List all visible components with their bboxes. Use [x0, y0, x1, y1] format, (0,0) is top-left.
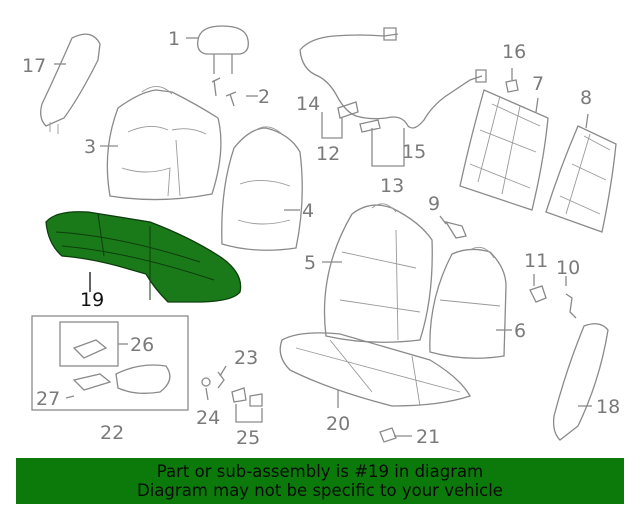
leader-lines	[54, 37, 592, 437]
callout-19: 19	[80, 289, 104, 311]
part-21-clip	[379, 427, 397, 443]
notice-line-1: Part or sub-assembly is #19 in diagram	[156, 462, 484, 481]
notice-line-2: Diagram may not be specific to your vehi…	[137, 481, 503, 500]
callout-23: 23	[234, 347, 258, 369]
part-3-seatback	[106, 86, 222, 201]
callout-1: 1	[168, 28, 180, 50]
callout-11: 11	[524, 250, 548, 272]
callout-18: 18	[596, 396, 620, 418]
part-18-side-trim	[552, 323, 609, 441]
part-11-bracket	[529, 285, 547, 303]
callout-26: 26	[130, 334, 154, 356]
callout-8: 8	[580, 87, 592, 109]
part-8-frame	[545, 125, 617, 233]
callout-13: 13	[380, 175, 404, 197]
callout-4: 4	[302, 200, 314, 222]
part-10-clip	[565, 293, 577, 319]
callout-15: 15	[402, 141, 426, 163]
part-5-seatback	[323, 203, 433, 343]
callout-7: 7	[532, 73, 544, 95]
part-20-seat-cushion	[279, 332, 471, 407]
kit-22-box	[31, 315, 189, 411]
part-7-frame	[459, 89, 549, 211]
part-4-seatback	[221, 126, 303, 251]
callout-20: 20	[326, 413, 350, 435]
callout-22: 22	[100, 422, 124, 444]
callout-3: 3	[84, 136, 96, 158]
callout-21: 21	[416, 426, 440, 448]
part-1-headrest	[197, 25, 249, 74]
part-6-seatback	[429, 246, 507, 359]
part-19-seat-cushion	[45, 211, 242, 303]
notice-banner: Part or sub-assembly is #19 in diagram D…	[16, 458, 624, 504]
callout-2: 2	[258, 86, 270, 108]
callout-6: 6	[514, 320, 526, 342]
callout-5: 5	[304, 252, 316, 274]
callout-17: 17	[22, 55, 46, 77]
callout-10: 10	[556, 257, 580, 279]
callout-25: 25	[236, 427, 260, 449]
part-17-armrest	[40, 33, 101, 134]
callout-27: 27	[36, 388, 60, 410]
callout-24: 24	[196, 407, 220, 429]
callout-14: 14	[296, 93, 320, 115]
part-9-bracket	[444, 220, 467, 239]
callout-12: 12	[316, 143, 340, 165]
callout-9: 9	[428, 193, 440, 215]
part-23-24-25-clips	[201, 371, 263, 423]
part-16-bracket	[505, 79, 519, 93]
part-2-bolts	[211, 77, 237, 107]
part-14-15-harness	[299, 27, 487, 133]
callout-16: 16	[502, 41, 526, 63]
